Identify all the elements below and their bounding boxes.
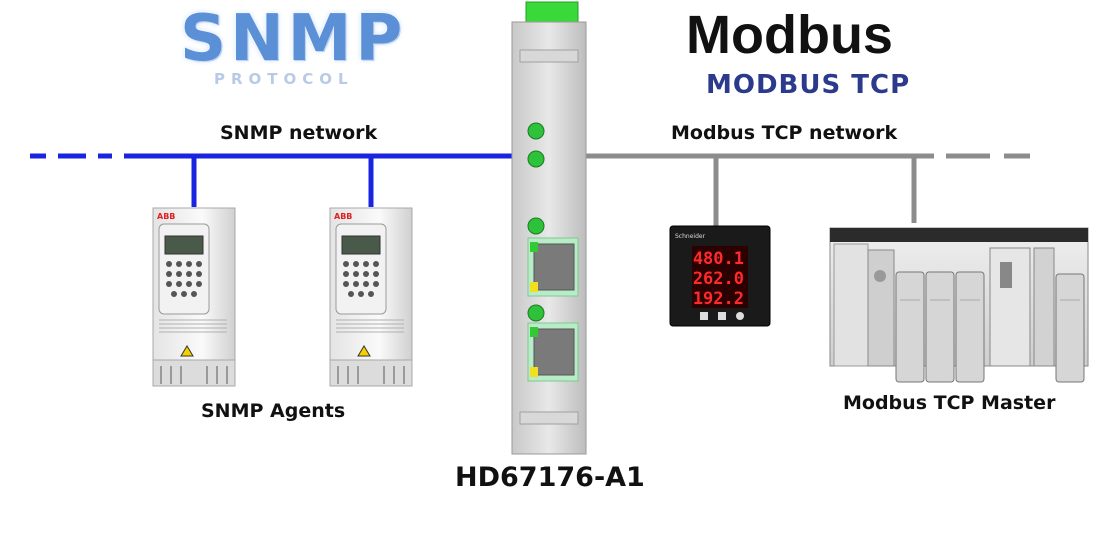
- drive-brand-1: ABB: [157, 212, 175, 221]
- modbus-network-line: [586, 153, 1030, 226]
- snmp-agent-drive-1: ABB: [152, 207, 236, 387]
- modbus-tcp-logo-part2: TCP: [851, 70, 911, 100]
- drive-brand-2: ABB: [334, 212, 352, 221]
- gateway-device: [511, 1, 587, 455]
- led-4: [527, 304, 545, 322]
- plc-rack: [829, 227, 1089, 383]
- led-3: [527, 217, 545, 235]
- snmp-logo-subtitle: PROTOCOL: [214, 70, 354, 88]
- modbus-tcp-logo: MODBUS TCP: [706, 70, 910, 100]
- snmp-agents-label: SNMP Agents: [201, 400, 346, 422]
- meter-brand: Schneider: [675, 233, 706, 240]
- meter-reading-1: 480.1: [693, 249, 744, 269]
- snmp-network-label: SNMP network: [220, 122, 378, 144]
- modbus-tcp-logo-part1: MODBUS: [706, 70, 842, 100]
- snmp-logo: SNMP: [180, 2, 407, 76]
- meter-reading-2: 262.0: [693, 269, 744, 289]
- ethernet-port-1: [527, 237, 579, 297]
- modbus-master-label: Modbus TCP Master: [843, 392, 1056, 414]
- modbus-network-label: Modbus TCP network: [671, 122, 898, 144]
- power-meter: Schneider 480.1 262.0 192.2: [669, 225, 771, 327]
- meter-reading-3: 192.2: [693, 289, 744, 309]
- snmp-network-line: [30, 153, 512, 207]
- ethernet-port-2: [527, 322, 579, 382]
- gateway-label: HD67176-A1: [455, 462, 645, 493]
- snmp-agent-drive-2: ABB: [329, 207, 413, 387]
- led-1: [527, 122, 545, 140]
- led-2: [527, 150, 545, 168]
- modbus-logo: Modbus: [686, 5, 893, 65]
